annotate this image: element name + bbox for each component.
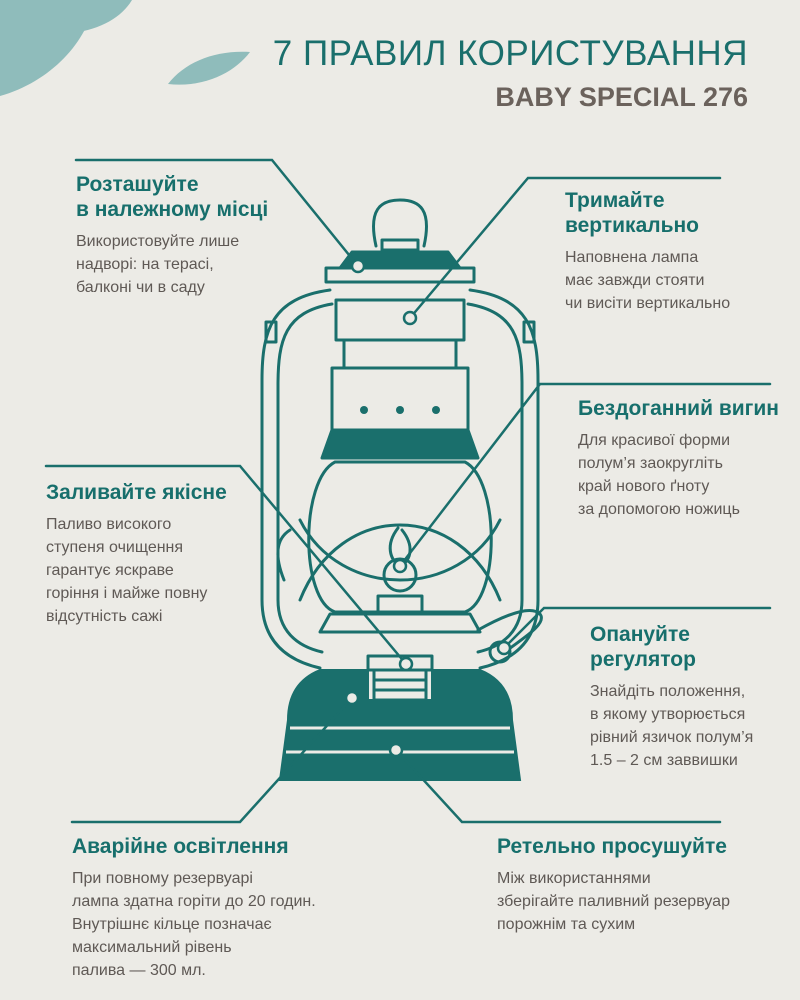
callout-text: Використовуйте лише надворі: на терасі, … xyxy=(76,233,240,296)
callout-text: При повному резервуарі лампа здатна горі… xyxy=(72,870,316,979)
callout-text: Між використаннями зберігайте паливний р… xyxy=(497,870,730,933)
top-housing xyxy=(334,298,466,342)
side-hook xyxy=(276,528,292,582)
callout-vertical: Тримайте вертикально Наповнена лампа має… xyxy=(565,188,785,315)
chimney xyxy=(330,366,470,432)
fuel-tank xyxy=(278,669,522,781)
callout-text: Для красивої форми полум’я заокругліть к… xyxy=(578,432,740,518)
leaf-icon xyxy=(62,0,132,34)
burner-plate xyxy=(318,612,482,634)
handle-base xyxy=(380,238,420,252)
callout-wick: Бездоганний вигин Для красивої форми пол… xyxy=(578,396,788,521)
side-clip-right xyxy=(522,320,536,344)
callout-heading: Бездоганний вигин xyxy=(578,397,779,420)
guard-wire xyxy=(298,518,502,582)
top-ring-handle xyxy=(372,198,428,248)
leaf-decoration xyxy=(0,0,250,96)
callout-text: Знайдіть положення, в якому утворюється … xyxy=(590,683,754,769)
page-subtitle: BABY SPECIAL 276 xyxy=(495,82,748,112)
glass-globe xyxy=(307,460,493,614)
callout-regulator: Опануйте регулятор Знайдіть положення, в… xyxy=(590,622,790,772)
callout-heading: Заливайте якісне xyxy=(46,481,227,504)
callout-heading: Опануйте регулятор xyxy=(590,623,696,671)
guard-wire xyxy=(298,523,502,602)
page-title: 7 ПРАВИЛ КОРИСТУВАННЯ xyxy=(272,34,748,73)
lantern-frame-left-inner xyxy=(276,302,334,654)
side-clip-left xyxy=(264,320,278,344)
lantern-frame-left xyxy=(260,288,332,670)
leaf-icon xyxy=(168,51,250,85)
callout-text: Паливо високого ступеня очищення гаранту… xyxy=(46,516,208,625)
fuel-cap-thread xyxy=(372,668,428,702)
chimney-skirt xyxy=(320,428,480,460)
callout-fuel: Заливайте якісне Паливо високого ступеня… xyxy=(46,480,286,628)
callout-heading: Аварійне освітлення xyxy=(72,835,289,858)
lantern-frame-right-inner xyxy=(466,302,524,654)
callout-dry: Ретельно просушуйте Між використаннями з… xyxy=(497,834,787,936)
callout-heading: Розташуйте в належному місці xyxy=(76,173,269,221)
regulator-knob xyxy=(476,609,543,654)
callout-placement: Розташуйте в належному місці Використову… xyxy=(76,172,296,299)
cap-rim xyxy=(324,266,476,284)
callout-heading: Ретельно просушуйте xyxy=(497,835,727,858)
top-housing-band xyxy=(342,338,458,370)
callout-emergency: Аварійне освітлення При повному резервуа… xyxy=(72,834,392,982)
callout-text: Наповнена лампа має завжди стояти чи вис… xyxy=(565,249,731,312)
callout-heading: Тримайте вертикально xyxy=(565,189,700,237)
